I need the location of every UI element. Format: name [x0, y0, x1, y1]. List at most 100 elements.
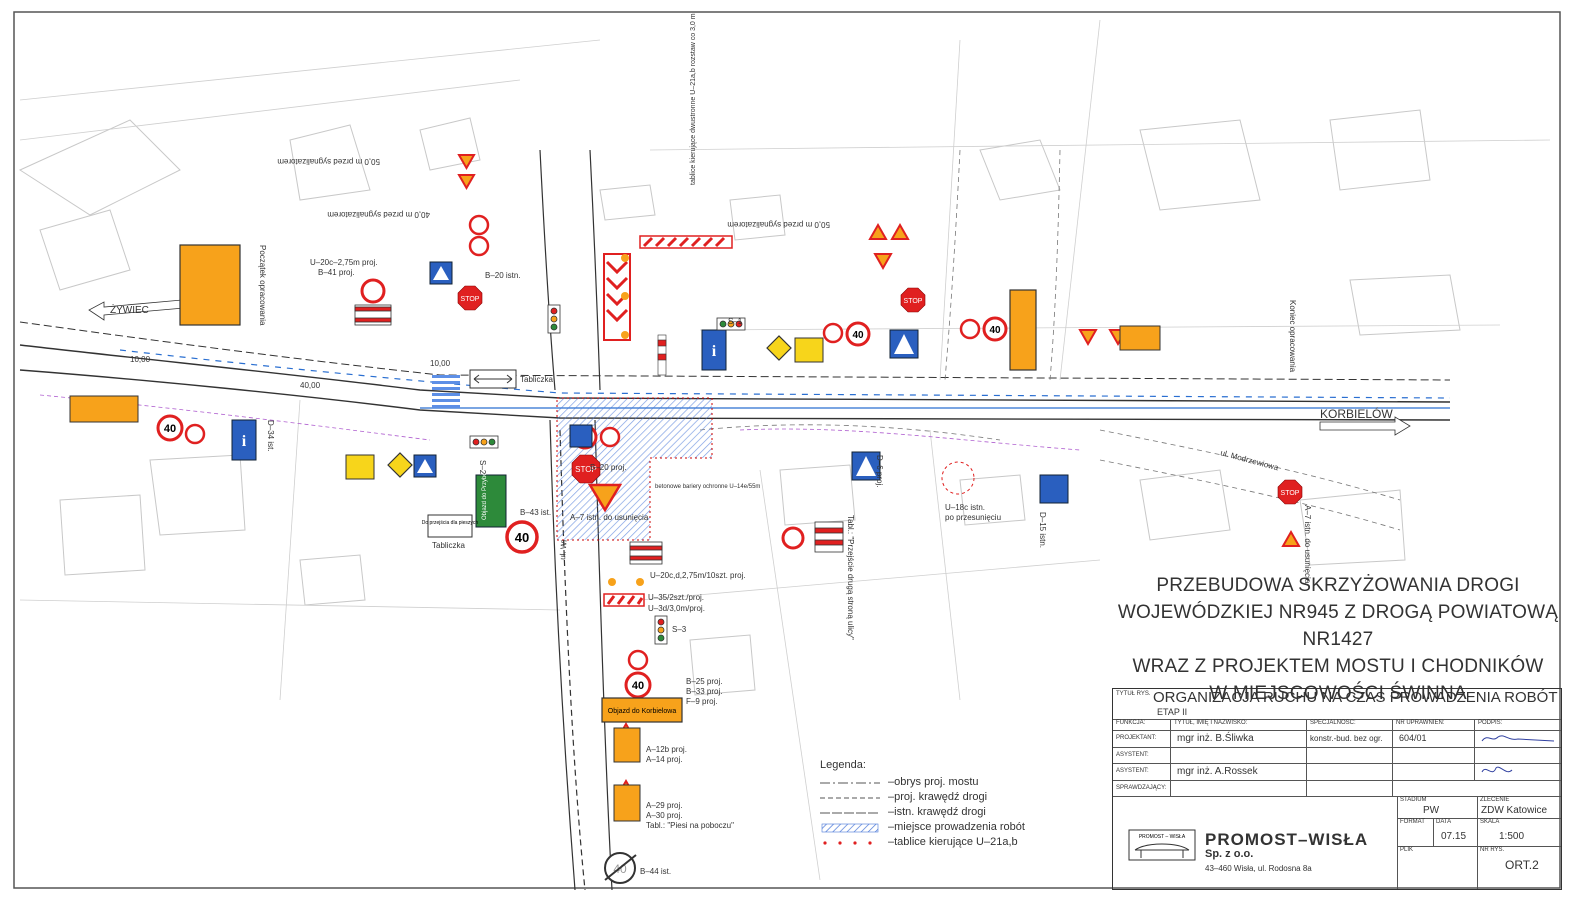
- crosswalk: [432, 375, 460, 408]
- map-label: U–20c,d,2,75m/10szt. proj.: [650, 571, 746, 580]
- data-value: 07.15: [1441, 831, 1467, 842]
- nr-cell: [1393, 763, 1475, 780]
- map-label: B–44 ist.: [640, 867, 671, 876]
- end-speed-limit-sign: 40: [604, 852, 637, 884]
- direction-korbielow: KORBIELÓW: [1319, 406, 1411, 436]
- nr-cell: [1393, 780, 1475, 796]
- stop-sign: STOP: [900, 287, 926, 313]
- map-label: ul. Modrzewiowa: [1219, 448, 1279, 472]
- svg-text:i: i: [242, 433, 247, 450]
- svg-text:STOP: STOP: [461, 296, 480, 303]
- map-label: A–12b proj.: [646, 745, 687, 754]
- tabliczka-label: Tabliczka: [520, 375, 553, 384]
- company-block: PROMOST – WISŁA PROMOST–WISŁA Sp. z o.o.…: [1113, 796, 1398, 889]
- signature: [1481, 735, 1555, 742]
- svg-text:STOP: STOP: [904, 298, 923, 305]
- map-label: A–29 proj.: [646, 801, 682, 810]
- legend-symbol: [823, 840, 872, 845]
- no-entry-sign: [360, 278, 805, 550]
- map-label: tablice kierujące dwustronne U–21a,b roz…: [690, 13, 697, 185]
- road-main: [19, 321, 1451, 421]
- company-sub: Sp. z o.o.: [1205, 848, 1254, 860]
- data-label: DATA: [1436, 819, 1452, 825]
- legend-item: – istn. krawędź drogi: [820, 805, 1025, 820]
- map-label: S–1: [728, 317, 743, 326]
- header-row: FUNKCJA: TYTUŁ, IMIĘ I NAZWISKO: SPECJAL…: [1113, 719, 1561, 731]
- company-logo: PROMOST – WISŁA: [1128, 829, 1196, 861]
- svg-text:40: 40: [632, 680, 644, 692]
- nr-cell: 604/01: [1393, 730, 1475, 747]
- map-label: 50,0 m przed sygnalizatorem: [727, 220, 830, 229]
- zlecenie-label: ZLECENIE: [1480, 797, 1510, 803]
- map-label: D–6 proj.: [875, 455, 884, 487]
- warning-lamp: [608, 254, 644, 586]
- map-label: Początek opracowania: [258, 245, 267, 326]
- detour-board: Objazd do Korbielowa: [179, 244, 1037, 723]
- format-cell: FORMAT: [1397, 818, 1434, 847]
- stop-sign: STOP: [457, 285, 483, 311]
- legend: Legenda: – obrys proj. mostu – proj. kra…: [820, 758, 1025, 850]
- osoba-cell: mgr inż. A.Rossek: [1171, 763, 1307, 780]
- dim-label: 10,00: [130, 355, 151, 364]
- svg-text:i: i: [712, 343, 717, 360]
- stadium-cell: STADIUM PW: [1397, 796, 1478, 819]
- company-name: PROMOST–WISŁA: [1205, 830, 1369, 849]
- map-label: 40,0 m przed sygnalizatorem: [327, 210, 430, 219]
- legend-symbol: [820, 812, 880, 813]
- tytul-label: TYTUŁ RYS.: [1116, 691, 1151, 697]
- stadium-label: STADIUM: [1400, 797, 1427, 803]
- osoba-cell: [1171, 747, 1307, 763]
- map-label: B–41 proj.: [318, 268, 354, 277]
- header-cell: NR UPRAWNIEŃ:: [1393, 719, 1475, 730]
- svg-text:40: 40: [852, 330, 864, 341]
- legend-item: – proj. krawędź drogi: [820, 790, 1025, 805]
- priority-road-sign: [387, 335, 792, 478]
- map-label: B–43 ist.: [520, 508, 551, 517]
- person-row: ASYSTENT: mgr inż. A.Rossek: [1113, 763, 1561, 781]
- yield-sign: [587, 483, 623, 513]
- traffic-light: [469, 304, 746, 645]
- skala-cell: SKALA 1:500: [1477, 818, 1561, 847]
- speed-limit-40-sign: 40: [156, 414, 184, 442]
- svg-text:40: 40: [164, 423, 176, 435]
- map-label: U–20c–2,75m proj.: [310, 258, 378, 267]
- dim-label: 40,00: [300, 381, 321, 390]
- building-outlines: [18, 109, 1461, 696]
- map-label: S–2: [478, 460, 487, 475]
- title-row: TYTUŁ RYS. ORGANIZACJA RUCHU NA CZAS PRO…: [1113, 689, 1561, 720]
- legend-item: – obrys proj. mostu: [820, 775, 1025, 790]
- korbielow-label: KORBIELÓW: [1320, 406, 1393, 421]
- map-label: B–25 proj.: [686, 677, 722, 686]
- funkcja-cell: SPRAWDZAJĄCY:: [1113, 780, 1171, 796]
- map-label: A–14 proj.: [646, 755, 682, 764]
- stop-sign: STOP: [571, 454, 601, 484]
- header-cell: PODPIS:: [1478, 720, 1503, 726]
- skala-value: 1:500: [1499, 831, 1525, 842]
- no-overtaking-sign: [184, 214, 981, 671]
- header-cell: FUNKCJA:: [1113, 719, 1171, 730]
- nr-rys-cell: NR RYS. ORT.2: [1477, 846, 1561, 889]
- signature-cell: [1475, 730, 1561, 747]
- person-row: ASYSTENT:: [1113, 747, 1561, 764]
- chevron-board: [603, 235, 733, 607]
- map-label: po przesunięciu: [945, 513, 1001, 522]
- map-label: B–33 proj.: [686, 687, 722, 696]
- map-label: B–20 proj.: [590, 463, 626, 472]
- legend-label: obrys proj. mostu: [894, 776, 979, 788]
- header-cell: TYTUŁ, IMIĘ I NAZWISKO:: [1171, 719, 1307, 730]
- signature: [1481, 766, 1513, 773]
- plik-cell: PLIK: [1397, 846, 1478, 889]
- map-label: U–18c istn.: [945, 503, 985, 512]
- funkcja-cell: PROJEKTANT:: [1113, 730, 1171, 747]
- direction-zywiec: ŻYWIEC: [88, 299, 185, 321]
- title-line: WOJEWÓDZKIEJ NR945 Z DROGĄ POWIATOWĄ NR1…: [1117, 602, 1559, 650]
- svg-text:STOP: STOP: [575, 465, 597, 474]
- spec-cell: [1307, 747, 1393, 763]
- legend-label: tablice kierujące U–21a,b: [894, 836, 1018, 848]
- nr-rys-label: NR RYS.: [1480, 847, 1505, 853]
- map-label: F–9 proj.: [686, 697, 718, 706]
- tabliczka-board: Do przejścia dla pieszych: [422, 369, 517, 538]
- legend-symbol: [820, 782, 880, 783]
- legend-item: – miejsce prowadzenia robót: [820, 820, 1025, 835]
- stadium-value: PW: [1423, 805, 1440, 816]
